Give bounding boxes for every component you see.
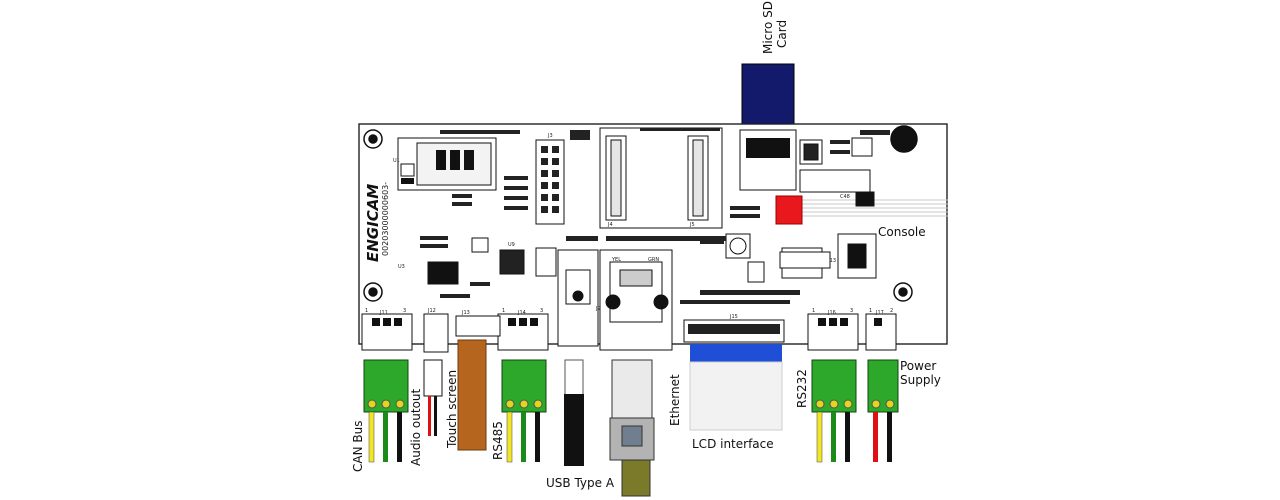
touch-flex-cable <box>457 339 487 451</box>
j11-label: J11 <box>379 310 388 316</box>
rs485-plug <box>501 359 547 463</box>
j17-pin2: 2 <box>890 308 893 314</box>
j17-pin1: 1 <box>869 308 872 314</box>
j16-pin3: 3 <box>850 308 853 314</box>
j14-label: J14 <box>517 310 526 316</box>
j15-contacts <box>688 324 780 334</box>
console-connector <box>775 195 803 225</box>
micro-sd-card <box>741 63 795 131</box>
j14-pin3: 3 <box>540 308 543 314</box>
terminal-pin-marks <box>372 318 882 326</box>
j13-label: J13 <box>461 310 470 316</box>
sd-slot <box>739 129 797 191</box>
brand-logo: ENGICAM <box>364 184 382 262</box>
j12-label: J12 <box>427 308 436 314</box>
j17-label: J17 <box>875 310 884 316</box>
rs485-label: RS485 <box>491 421 505 460</box>
rs232-plug <box>811 359 857 463</box>
middle-components <box>427 233 831 285</box>
console-label: Console <box>878 225 926 239</box>
j4-label: J4 <box>607 222 613 228</box>
usb-housing <box>557 249 599 347</box>
j5-label: J5 <box>689 222 695 228</box>
j14-pin1: 1 <box>502 308 505 314</box>
terminal-blocks <box>361 313 897 353</box>
audio-plug <box>423 359 443 436</box>
audio-output-label: Audio outout <box>409 388 423 466</box>
usb-plug <box>564 359 584 466</box>
console-cable <box>802 199 948 217</box>
power-supply-label-line1: Power <box>900 359 936 373</box>
j11-pin1: 1 <box>365 308 368 314</box>
u3-label: U3 <box>398 264 405 270</box>
c48-label: C48 <box>840 194 850 200</box>
power-plug <box>867 359 899 462</box>
ethernet-label: Ethernet <box>668 374 682 426</box>
board-to-board-connectors <box>599 127 723 229</box>
j16-label: J16 <box>827 310 836 316</box>
j11-pin3: 3 <box>403 308 406 314</box>
can-bus-plug <box>363 359 409 463</box>
j3-label: J3 <box>547 133 553 139</box>
can-bus-label: CAN Bus <box>351 421 365 472</box>
power-supply-label-line2: Supply <box>900 373 941 387</box>
grn-label: GRN <box>648 257 659 263</box>
u1-label: U1 <box>393 158 400 164</box>
ethernet-plug <box>609 359 655 497</box>
j16-pin1: 1 <box>812 308 815 314</box>
u9-label: U9 <box>508 242 515 248</box>
rs232-label: RS232 <box>795 369 809 408</box>
j9-label: J9 <box>595 306 601 312</box>
u1-module <box>397 137 497 191</box>
u13-label: U13 <box>826 258 836 264</box>
touch-screen-label: Touch screen <box>445 370 459 449</box>
lcd-flex-cable <box>689 361 783 431</box>
lcd-flex-connector <box>690 344 782 362</box>
yel-label: YEL <box>611 257 621 263</box>
micro-sd-label-line2: Card <box>775 20 789 48</box>
usb-type-a-label: USB Type A <box>546 476 615 490</box>
ethernet-jack <box>599 249 673 351</box>
smd-parts <box>420 128 890 304</box>
j3-header <box>535 139 565 225</box>
mounting-holes <box>363 125 918 302</box>
lcd-interface-label: LCD interface <box>692 437 774 451</box>
serial-number: 00203000000603- <box>381 182 390 256</box>
j15-label: J15 <box>729 314 738 320</box>
micro-sd-label-line1: Micro SD <box>761 1 775 54</box>
